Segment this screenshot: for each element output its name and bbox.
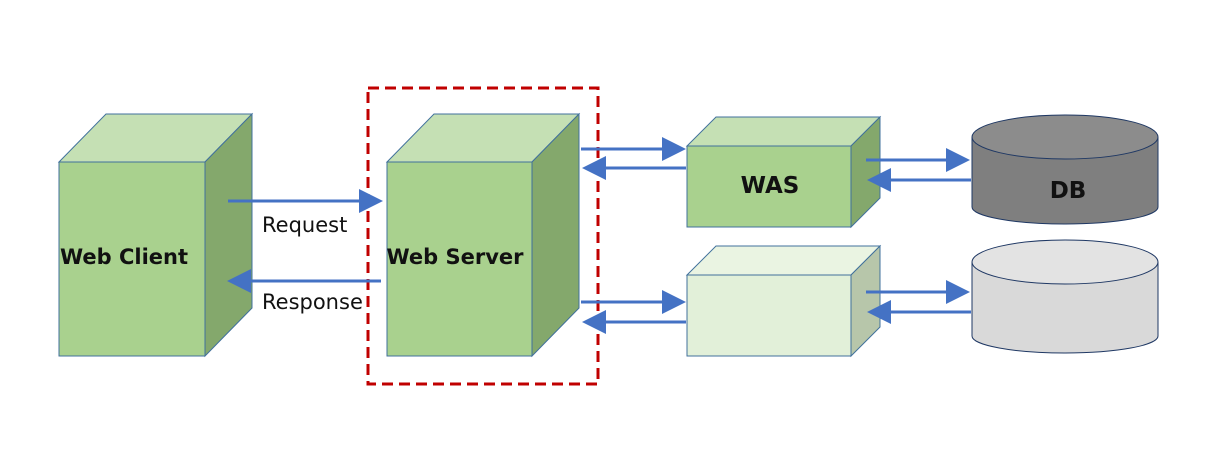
db-cylinder: DB: [971, 114, 1159, 225]
was-box: WAS: [685, 115, 882, 229]
secondary-db-cylinder: [971, 239, 1159, 354]
web-server-label: Web Server: [386, 245, 524, 269]
secondary-server-box: [685, 244, 882, 358]
db-label: DB: [1050, 178, 1087, 204]
request-label: Request: [262, 213, 347, 237]
web-server-box: Web Server: [385, 112, 581, 358]
response-label: Response: [262, 290, 363, 314]
web-server-highlight-frame: [366, 86, 600, 386]
web-client-label: Web Client: [60, 245, 188, 269]
was-label: WAS: [741, 173, 800, 199]
web-client-box: Web Client: [57, 112, 254, 358]
